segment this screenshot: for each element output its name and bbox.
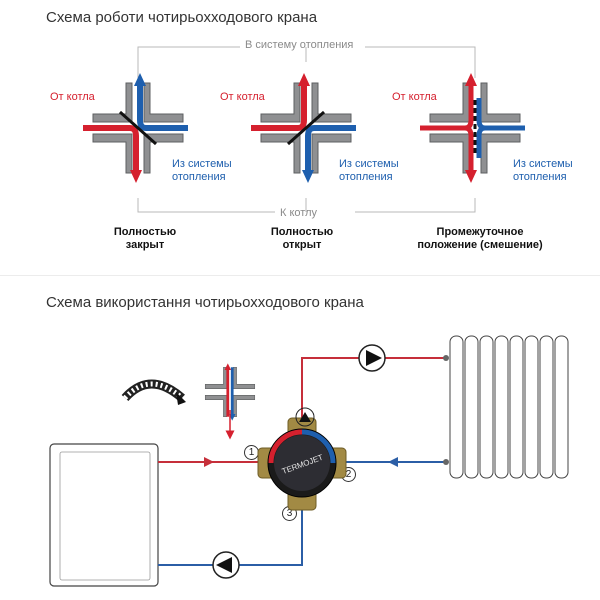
rotation-arrow-icon (299, 412, 311, 422)
pump-icon-return (212, 551, 240, 579)
radiator-outlet-dot (443, 459, 449, 465)
label-from-system-2b: отопления (339, 171, 393, 183)
port-number-1: 1 (244, 445, 259, 460)
label-from-system-1b: отопления (172, 171, 226, 183)
flow-arrow-icon-hot (204, 457, 214, 467)
boiler-icon (49, 443, 159, 587)
label-from-system-3a: Из системы (513, 158, 573, 170)
radiator-icon (449, 335, 569, 479)
handle-scale-icon[interactable] (121, 379, 186, 405)
section-title-usage: Схема використання чотирьохходового кран… (46, 294, 364, 311)
valve-cross-icon-small (204, 363, 256, 421)
label-from-boiler-3: От котла (392, 91, 437, 103)
valve-cross-icon-closed (83, 73, 188, 183)
pump-icon-supply (358, 344, 386, 372)
pipe-to-radiator (301, 357, 446, 430)
label-from-system-3b: отопления (513, 171, 567, 183)
frame-lines (137, 46, 476, 213)
label-to-boiler: К котлу (280, 207, 317, 219)
flow-arrow-icon-cold (388, 457, 398, 467)
label-from-system-1a: Из системы (172, 158, 232, 170)
label-from-boiler-2: От котла (220, 91, 265, 103)
label-from-system-2a: Из системы (339, 158, 399, 170)
section-divider (0, 275, 600, 276)
valve-cross-icon-mixing (420, 73, 525, 183)
valve-cross-icon-open (251, 73, 356, 183)
label-to-system: В систему отопления (245, 39, 354, 51)
section-title-operation: Схема роботи чотирьохходового крана (46, 9, 318, 26)
valve-body-icon[interactable]: TERMOJET (257, 417, 347, 511)
label-from-boiler-1: От котла (50, 91, 95, 103)
radiator-inlet-dot (443, 355, 449, 361)
pipe-to-boiler (158, 495, 303, 566)
